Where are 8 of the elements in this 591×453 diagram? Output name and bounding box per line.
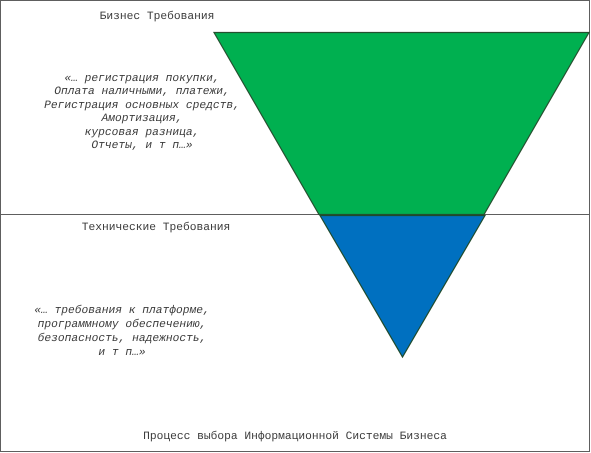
requirements-panel bbox=[0, 215, 590, 452]
caption: Процесс выбора Информационной Системы Бизнеса bbox=[143, 430, 447, 444]
panel-heading: Технические Требования bbox=[82, 221, 230, 235]
requirements-quote: «… требования к платформе, программному обеспечению, безопасность, надежность, и т п…» bbox=[34, 304, 210, 360]
triangle bbox=[319, 215, 486, 358]
requirements-quote: «… регистрация покупки, Оплата наличными, платежи, Регистрация основных средств, Амортизация, курсовая разница, Отчеты, и т п…» bbox=[44, 73, 240, 154]
panel-heading: Бизнес Требования bbox=[100, 10, 214, 24]
requirements-panel bbox=[0, 0, 590, 215]
